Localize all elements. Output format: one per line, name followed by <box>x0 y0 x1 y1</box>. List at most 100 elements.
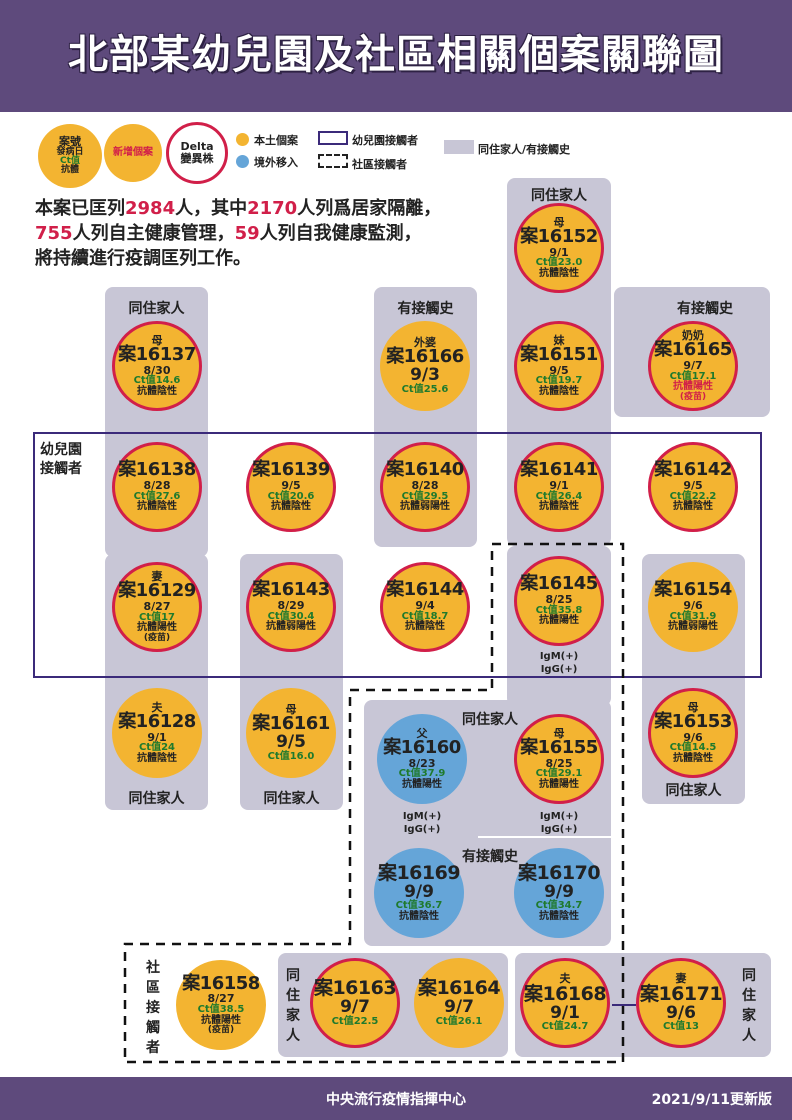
page-title: 北部某幼兒園及社區相關個案關聯圖 <box>68 32 724 78</box>
case-date: 9/4 <box>415 599 435 613</box>
case-relation: 母 <box>687 700 699 714</box>
case-antibody: 抗體陰性 <box>539 501 579 513</box>
case-16154: 案16154 9/6 Ct值31.9 抗體弱陽性 <box>648 562 738 652</box>
case-ct: Ct值36.7 <box>395 900 443 912</box>
case-ct: Ct值20.6 <box>267 490 315 502</box>
case-date: 8/25 <box>545 756 573 770</box>
case-id: 案16169 <box>377 861 461 884</box>
case-date: 8/27 <box>143 600 171 614</box>
kinder-label-line: 幼兒園 <box>40 442 82 458</box>
summary-part: 人列爲居家隔離， <box>297 198 442 219</box>
summary-number: 2170 <box>247 198 298 219</box>
case-date: 8/28 <box>411 479 439 493</box>
case-date: 9/6 <box>666 1002 696 1023</box>
case-relation: 妻 <box>151 569 163 583</box>
case-igg: IgG(+) <box>540 824 578 835</box>
legend-delta-line: Delta <box>180 140 214 154</box>
case-date: 8/30 <box>143 363 171 377</box>
legend-community-label: 社區接觸者 <box>352 158 407 171</box>
case-ct: Ct值22.5 <box>331 1015 379 1027</box>
case-antibody: 抗體陽性 <box>402 778 442 790</box>
legend-household-swatch <box>444 140 474 154</box>
panel-label-contact: 有接觸史 <box>677 301 733 317</box>
summary-number: 2984 <box>125 198 176 219</box>
panel-label-household: 同住家人 <box>263 791 320 807</box>
panel-label-household: 同住家人 <box>128 791 185 807</box>
case-ct: Ct值19.7 <box>535 375 583 387</box>
case-id: 案16152 <box>520 226 598 248</box>
case-igm: IgM(+) <box>539 651 579 662</box>
case-antibody: 抗體陰性 <box>137 385 177 397</box>
case-ct: Ct值22.2 <box>669 490 717 502</box>
case-ct: Ct值23.0 <box>535 257 583 269</box>
legend-community-swatch <box>318 154 348 168</box>
case-16141: 案16141 9/1 Ct值26.4 抗體陰性 <box>514 442 604 532</box>
panel-label-household-vertical: 同住家人 <box>286 968 300 1044</box>
footer-agency: 中央流行疫情指揮中心 <box>326 1092 466 1108</box>
case-id: 案16164 <box>417 976 501 999</box>
case-date: 9/5 <box>281 479 301 493</box>
case-id: 案16165 <box>654 339 732 361</box>
case-id: 案16139 <box>252 459 330 481</box>
case-date: 9/1 <box>549 245 569 259</box>
case-id: 案16145 <box>520 573 598 595</box>
case-antibody: 抗體陽性 <box>673 381 713 393</box>
legend-local-dot <box>236 133 249 146</box>
case-date: 9/7 <box>683 359 703 373</box>
case-date: 9/5 <box>683 479 703 493</box>
kindergarten-contact-label: 幼兒園 接觸者 <box>40 441 82 479</box>
case-date: 9/7 <box>444 996 474 1017</box>
case-id: 案16163 <box>313 976 397 999</box>
case-16158: 案16158 8/27 Ct值38.5 抗體陽性 (疫苗) <box>176 960 266 1050</box>
case-relation: 夫 <box>151 700 163 714</box>
summary-part: 人列自主健康管理， <box>72 223 235 244</box>
legend-line: 抗體 <box>60 165 79 176</box>
case-relation: 父 <box>416 726 428 740</box>
legend-imported-dot <box>236 155 249 168</box>
case-ct: Ct值26.1 <box>435 1015 483 1027</box>
case-note: (疫苗) <box>143 632 171 643</box>
case-relation: 妹 <box>553 333 565 347</box>
case-id: 案16143 <box>252 579 330 601</box>
case-id: 案16141 <box>520 459 598 481</box>
case-relation: 外婆 <box>414 335 436 349</box>
case-antibody: 抗體陰性 <box>539 385 579 397</box>
case-date: 9/5 <box>276 732 306 753</box>
case-ct: Ct值17.1 <box>669 370 717 382</box>
case-ct: Ct值25.6 <box>401 383 449 395</box>
legend-household-label: 同住家人/有接觸史 <box>478 143 571 156</box>
case-date: 9/6 <box>683 599 703 613</box>
case-date: 8/25 <box>545 593 573 607</box>
case-16151: 妹 案16151 9/5 Ct值19.7 抗體陰性 <box>514 321 604 411</box>
case-ct: Ct值29.1 <box>535 768 583 780</box>
panel-divider <box>478 836 611 838</box>
case-16152: 母 案16152 9/1 Ct值23.0 抗體陰性 <box>514 203 604 293</box>
case-date: 9/1 <box>549 479 569 493</box>
case-id: 案16166 <box>386 346 464 368</box>
case-antibody: 抗體陽性 <box>539 615 579 627</box>
case-16168: 夫 案16168 9/1 Ct值24.7 <box>520 958 610 1048</box>
case-relation: 母 <box>553 726 565 740</box>
community-contact-vertical-label: 社區接觸者 <box>146 960 160 1056</box>
case-16137: 母 案16137 8/30 Ct值14.6 抗體陰性 <box>112 321 202 411</box>
case-id: 案16170 <box>517 861 601 884</box>
case-ct: Ct值29.5 <box>401 490 449 502</box>
case-antibody: 抗體陽性 <box>539 778 579 790</box>
legend-line: Ct值 <box>60 156 80 167</box>
case-relation: 母 <box>151 333 163 347</box>
case-ct: Ct值38.5 <box>197 1004 245 1015</box>
case-16161: 母 案16161 9/5 Ct值16.0 <box>246 688 336 778</box>
case-16166: 外婆 案16166 9/3 Ct值25.6 <box>380 321 470 411</box>
case-date: 9/6 <box>683 730 703 744</box>
case-relation: 夫 <box>559 972 571 986</box>
legend-line: 發病日 <box>56 146 84 157</box>
case-antibody: 抗體陰性 <box>539 267 579 279</box>
case-16171: 妻 案16171 9/6 Ct值13 <box>636 958 726 1048</box>
case-id: 案16142 <box>654 459 732 481</box>
case-16160-ig: IgM(+) IgG(+) <box>392 810 452 836</box>
panel-label-contact: 有接觸史 <box>397 301 454 317</box>
case-ct: Ct值26.4 <box>535 490 583 502</box>
summary-part: 本案已匡列 <box>35 198 125 219</box>
case-ct: Ct值24 <box>138 742 176 754</box>
kinder-label-line: 接觸者 <box>40 461 82 477</box>
